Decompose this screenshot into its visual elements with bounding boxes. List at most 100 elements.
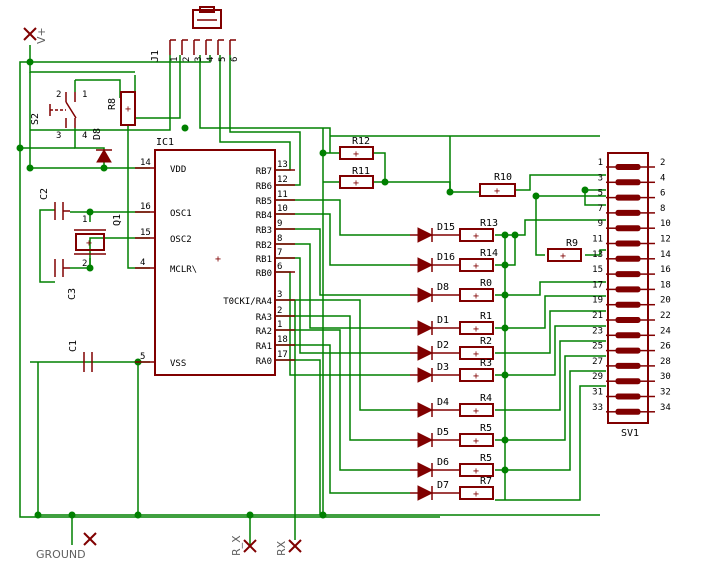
ic-origin-cross: +: [215, 254, 221, 265]
ic-pin-number: 16: [140, 202, 151, 212]
svg-text:+: +: [494, 186, 500, 197]
ic-pin-number: 11: [277, 190, 288, 200]
ic-pin-name: VDD: [170, 165, 186, 175]
diode-ref: D4: [437, 397, 449, 408]
svg-text:+: +: [353, 178, 359, 189]
ic-pin-name: OSC2: [170, 235, 192, 245]
sv1-pin-right-number: 14: [660, 250, 671, 260]
diode-ref: D15: [437, 222, 455, 233]
ic-pin-number: 12: [277, 175, 288, 185]
led-row: D6+R5: [410, 453, 494, 478]
sv1-pin-right-number: 6: [660, 189, 665, 199]
s2-pin-2: 2: [56, 90, 61, 100]
ic-pin-number: 2: [277, 306, 282, 316]
c1-capacitor: C1: [68, 340, 93, 372]
j1-pin-number: 3: [194, 57, 204, 62]
led-row: D7+R7: [410, 476, 494, 501]
sv1-pin-left-number: 3: [598, 173, 603, 183]
sv1-pin-right-number: 8: [660, 204, 665, 214]
r8-ref: R8: [107, 98, 118, 110]
ic-pin-name: RB7: [256, 167, 272, 177]
resistor-body: [459, 288, 494, 302]
diode-triangle: [417, 462, 434, 478]
sv1-pin-right-number: 16: [660, 265, 671, 275]
rx-label: RX: [275, 540, 288, 556]
sv1-pin-right-number: 20: [660, 296, 671, 306]
led-row: D2+R2: [410, 336, 494, 361]
led-row: D16+R14: [410, 248, 498, 273]
diode-triangle: [417, 485, 434, 501]
ic-pin-number: 6: [277, 262, 282, 272]
ic-pin-name: VSS: [170, 359, 186, 369]
sv1-pin-left-number: 19: [592, 296, 603, 306]
r9-resistor: + R9: [547, 238, 582, 262]
diode-ref: D7: [437, 480, 449, 491]
s2-switch: 1 2 3 4 S2: [30, 90, 87, 141]
ic-right-pins: 13RB712RB611RB510RB49RB38RB27RB16RB03T0C…: [223, 160, 295, 367]
resistor-body: [459, 346, 494, 360]
s2-pin-1: 1: [82, 90, 87, 100]
ic-pin-name: RA3: [256, 313, 272, 323]
ic-pin-name: RB0: [256, 269, 272, 279]
ic-pin-name: RB4: [256, 211, 272, 221]
ic-pin-number: 10: [277, 204, 288, 214]
diode-ref: D6: [437, 457, 449, 468]
net-rx: RX: [275, 539, 302, 556]
sv1-pin-left-number: 9: [598, 219, 603, 229]
sv1-pin-right-number: 4: [660, 173, 665, 183]
ic-pin-number: 18: [277, 335, 288, 345]
sv1-pin-pad: [615, 255, 641, 262]
sv1-pin-left-number: 13: [592, 250, 603, 260]
sv1-pin-right-number: 2: [660, 158, 665, 168]
resistor-body: [459, 258, 494, 272]
resistor-ref: R1: [480, 311, 492, 322]
ic-pin-name: RB1: [256, 255, 272, 265]
led-rows: D15+R13D16+R14D8+R0D1+R1D2+R2D3+R3D4+R4D…: [410, 218, 498, 501]
ic-pin-number: 9: [277, 219, 282, 229]
q1-pin-2: 2: [82, 259, 87, 269]
resistor-body: [459, 321, 494, 335]
resistor-ref: R5: [480, 453, 492, 464]
sv1-pin-pad: [615, 332, 641, 339]
diode-triangle: [417, 345, 434, 361]
vplus-label: V+: [35, 27, 48, 44]
diode-ref: D5: [437, 427, 449, 438]
net-vplus: V+: [23, 27, 48, 44]
sv1-pin-right-number: 26: [660, 342, 671, 352]
resistor-ref: R14: [480, 248, 498, 259]
led-row: D4+R4: [410, 393, 494, 418]
sv1-pin-left-number: 11: [592, 235, 603, 245]
led-row: D3+R3: [410, 358, 494, 383]
sv1-pin-pad: [615, 408, 641, 415]
ic-pin-name: RB2: [256, 241, 272, 251]
svg-text:+: +: [560, 251, 566, 262]
net-ground: GROUND: [36, 532, 97, 561]
sv1-pin-pad: [615, 286, 641, 293]
resistor-ref: R7: [480, 476, 492, 487]
sv1-pin-right-number: 32: [660, 388, 671, 398]
resistor-body: [459, 228, 494, 242]
svg-text:+: +: [125, 104, 131, 115]
c2-ref: C2: [39, 188, 50, 200]
ic-pin-number: 1: [277, 320, 282, 330]
s2-pin-3: 3: [56, 131, 61, 141]
sv1-pin-left-number: 7: [598, 204, 603, 214]
sv1-ref: SV1: [621, 428, 639, 439]
sv1-pin-right-number: 12: [660, 235, 671, 245]
ic-pin-name: RB6: [256, 182, 272, 192]
resistor-ref: R5: [480, 423, 492, 434]
sv1-pin-pad: [615, 194, 641, 201]
sv1-pin-right-number: 24: [660, 326, 671, 336]
led-row: D15+R13: [410, 218, 498, 243]
resistor-origin: +: [473, 324, 479, 335]
sv1-pin-pad: [615, 317, 641, 323]
diode-triangle: [417, 257, 434, 273]
sv1-pin-right-number: 28: [660, 357, 671, 367]
junctions: [16, 58, 589, 519]
svg-text:+: +: [86, 238, 92, 249]
led-row: D8+R0: [410, 278, 494, 303]
sv1-pin-left-number: 31: [592, 388, 603, 398]
